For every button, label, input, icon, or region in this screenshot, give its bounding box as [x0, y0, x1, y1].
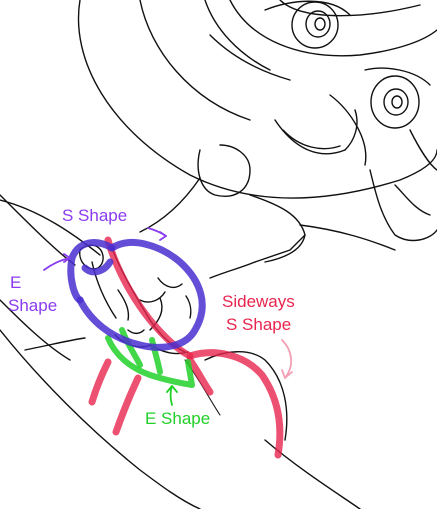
- label-sideways-bottom: S Shape: [226, 315, 292, 334]
- green-highlight: [105, 327, 195, 388]
- red-stroke-sideways-s: [186, 349, 284, 459]
- purple-s-outline: [76, 239, 206, 351]
- red-highlight: [88, 236, 284, 459]
- purple-highlight: [67, 239, 206, 351]
- green-e-outline: [105, 335, 195, 388]
- red-stroke-finger-left: [88, 358, 112, 406]
- green-e-bar-2: [149, 337, 163, 375]
- label-e-shape-green: E Shape: [145, 409, 211, 428]
- purple-e-outline: [67, 239, 116, 304]
- purple-inner-curve: [81, 258, 114, 276]
- label-e-shape-top: E: [10, 273, 22, 292]
- neck-shoulder-sketch: [139, 144, 437, 279]
- annotation-arrows: [43, 227, 293, 406]
- red-stroke-finger-right: [112, 374, 142, 436]
- label-s-shape: S Shape: [62, 206, 128, 225]
- label-e-shape-bottom: Shape: [8, 296, 58, 315]
- green-e-bar-1: [119, 327, 143, 368]
- red-stroke-joint: [186, 356, 214, 396]
- arrow-sideways-s: [281, 339, 292, 379]
- label-sideways-top: Sideways: [222, 292, 295, 311]
- character-head-sketch: [77, 0, 437, 199]
